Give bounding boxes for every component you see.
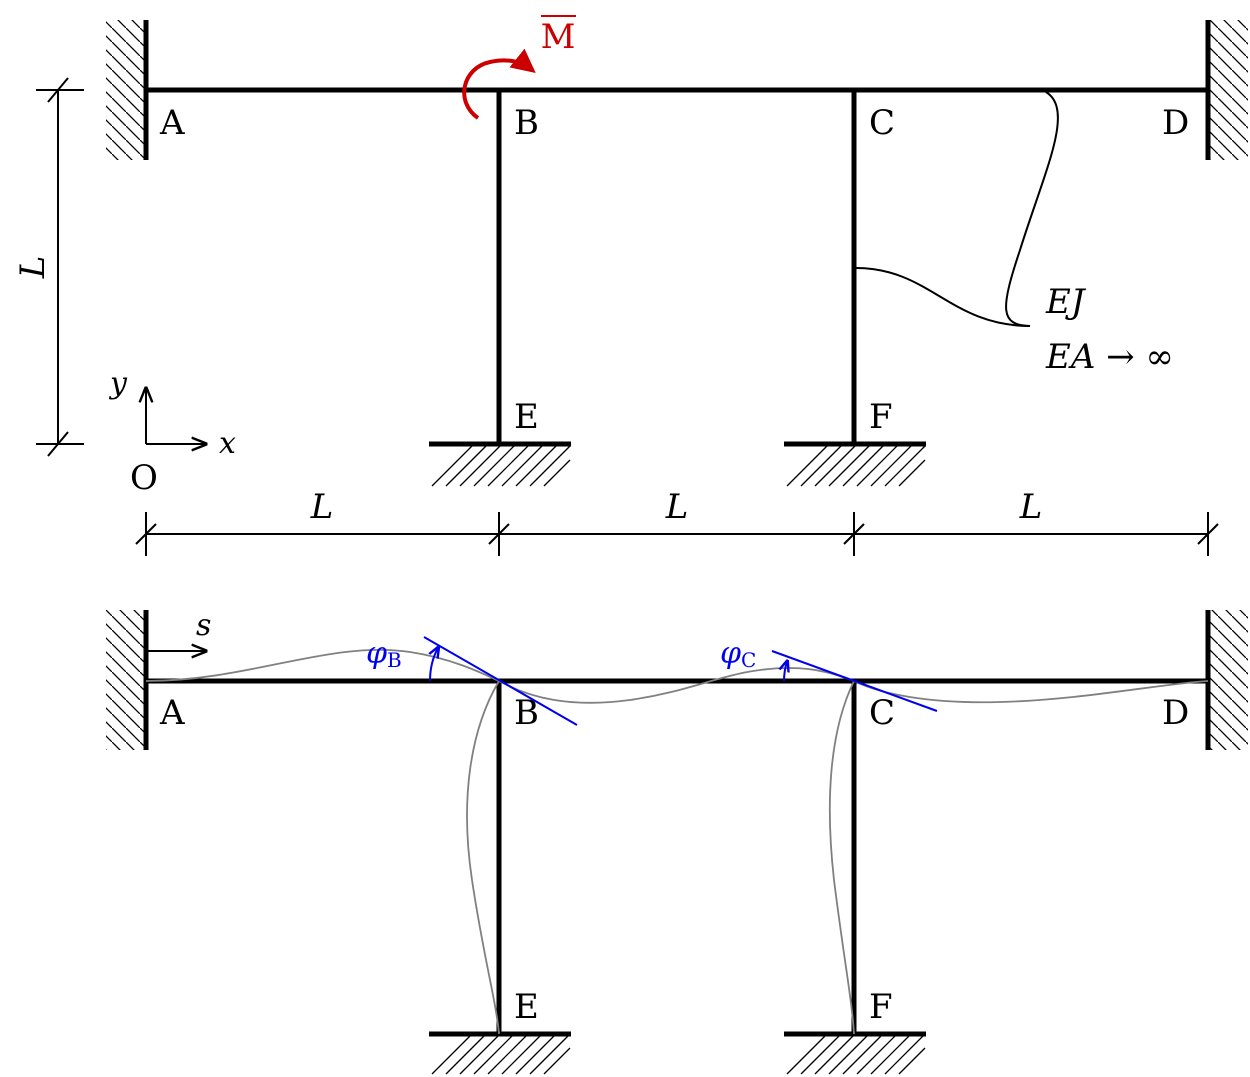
stiffness-EJ: EJ [1045,282,1087,322]
fixed-support-D-deformed [1205,610,1248,750]
rotation-label-B: φB [366,636,402,672]
fixed-support-F-deformed [784,1031,926,1075]
fixed-support-A-deformed [106,610,149,750]
node-label-C: C [869,103,895,143]
moment-label: M [541,17,576,57]
axis-label-y: y [108,366,128,401]
rotation-C-symbol: φ [720,636,741,671]
deformed-column-BE-curve [466,680,500,1035]
node-label-B-deformed: B [514,693,539,733]
node-label-F: F [869,397,893,437]
fixed-support-A [106,20,149,160]
span-label-BC: L [665,487,689,527]
node-label-D: D [1162,103,1189,143]
node-label-D-deformed: D [1162,693,1189,733]
moment-arrow [462,48,536,120]
fixed-support-D [1205,20,1248,160]
origin-label: O [130,458,158,498]
node-label-C-deformed: C [869,693,895,733]
rotation-B-subscript: B [387,648,402,672]
rotation-C-subscript: C [741,648,756,672]
rotation-label-C: φC [720,636,756,672]
deformed-column-CF-curve [828,680,855,1035]
node-label-A-deformed: A [159,693,185,733]
fixed-support-E-deformed [429,1031,571,1075]
fixed-support-F [784,441,926,487]
node-label-F-deformed: F [869,987,893,1027]
fixed-support-E [429,441,571,487]
stiffness-EA: EA → ∞ [1045,337,1174,377]
deformed-beam-curve [145,648,1209,704]
rotation-B-symbol: φ [366,636,387,671]
span-label-CD: L [1019,487,1043,527]
deformed-frame: φB φC s A B C D E F [106,608,1248,1075]
leader-line-column [855,267,1031,327]
rotation-arrow-C [784,662,787,682]
leader-line-beam [1005,91,1059,327]
node-label-B: B [514,103,539,143]
s-label: s [196,608,211,643]
span-label-AB: L [310,487,334,527]
height-dimension [36,77,84,457]
tangent-line-C [771,650,938,712]
node-label-E-deformed: E [514,987,539,1027]
coordinate-axes [146,388,206,444]
rotation-arrow-B [430,648,438,682]
top-frame: M A B C D E F EJ EA → ∞ L y x O [13,15,1248,498]
span-dimensions [135,512,1219,556]
node-label-E: E [514,397,539,437]
tangent-line-B [423,636,578,726]
axis-label-x: x [219,426,236,461]
node-label-A: A [159,103,185,143]
height-label: L [13,256,53,280]
